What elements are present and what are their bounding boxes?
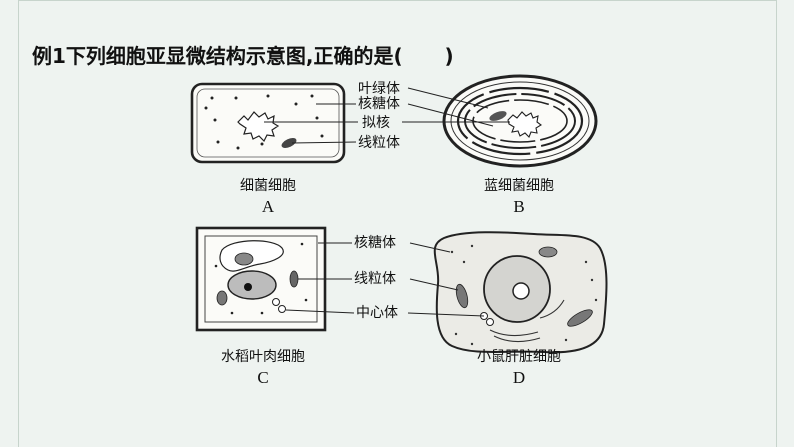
question-number: 例1 [32, 44, 66, 68]
bottom-labels: 核糖体 线粒体 中心体 [285, 235, 485, 321]
bacteria-cell-diagram [190, 82, 346, 164]
plant-cell-diagram [195, 226, 327, 332]
letter-c: C [257, 368, 268, 387]
caption-d: 小鼠肝脏细胞 [477, 349, 561, 365]
bacteria-granule [281, 138, 297, 148]
label-ribosome-top: 核糖体 [358, 96, 400, 112]
animal-mitochondrion-2 [567, 309, 593, 327]
animal-nucleolus [512, 282, 530, 300]
question-close-paren: ) [444, 44, 454, 68]
caption-b: 蓝细菌细胞 [484, 178, 554, 194]
top-labels: 叶绿体 核糖体 拟核 线粒体 [264, 81, 510, 151]
animal-cell-diagram [433, 231, 608, 354]
label-ribosome-bottom: 核糖体 [354, 235, 396, 251]
plant-chloroplast-2 [216, 290, 228, 306]
plant-centrosome [272, 298, 286, 313]
cyano-thylakoid-2 [464, 93, 576, 149]
plant-chloroplast-1 [234, 252, 254, 266]
animal-centrosome [480, 312, 494, 326]
plant-nucleus [227, 270, 277, 300]
cyano-nucleoid [507, 111, 542, 138]
letter-b: B [513, 197, 524, 216]
plant-mitochondrion [289, 270, 299, 288]
slide-top-border [18, 0, 776, 1]
label-centrosome: 中心体 [356, 305, 398, 321]
slide-right-border [776, 0, 777, 447]
cyano-membrane [450, 81, 590, 161]
bacteria-membrane [196, 88, 340, 158]
label-mitochondria-top: 线粒体 [358, 135, 400, 151]
plant-nucleolus [244, 283, 252, 291]
slide-left-border [18, 0, 19, 447]
animal-mitochondrion-1 [455, 283, 469, 309]
bacteria-ribosomes [204, 94, 324, 150]
animal-er [489, 299, 565, 343]
label-nucleoid: 拟核 [362, 115, 390, 131]
label-chloroplast: 叶绿体 [358, 81, 400, 97]
question-text: 例1下列细胞亚显微结构示意图,正确的是( ) [32, 40, 454, 69]
caption-a: 细菌细胞 [240, 178, 296, 194]
letter-a: A [262, 197, 275, 216]
bacteria-nucleoid [237, 111, 280, 143]
animal-mitochondrion-3 [538, 246, 558, 258]
cyano-thylakoid-1 [456, 86, 584, 156]
label-mitochondria-bottom: 线粒体 [354, 271, 396, 287]
caption-c: 水稻叶肉细胞 [221, 349, 305, 365]
cyanobacteria-cell-diagram [442, 74, 598, 168]
question-stem: 下列细胞亚显微结构示意图,正确的是( [65, 44, 403, 68]
cyano-granule [489, 111, 507, 121]
letter-d: D [513, 368, 525, 387]
